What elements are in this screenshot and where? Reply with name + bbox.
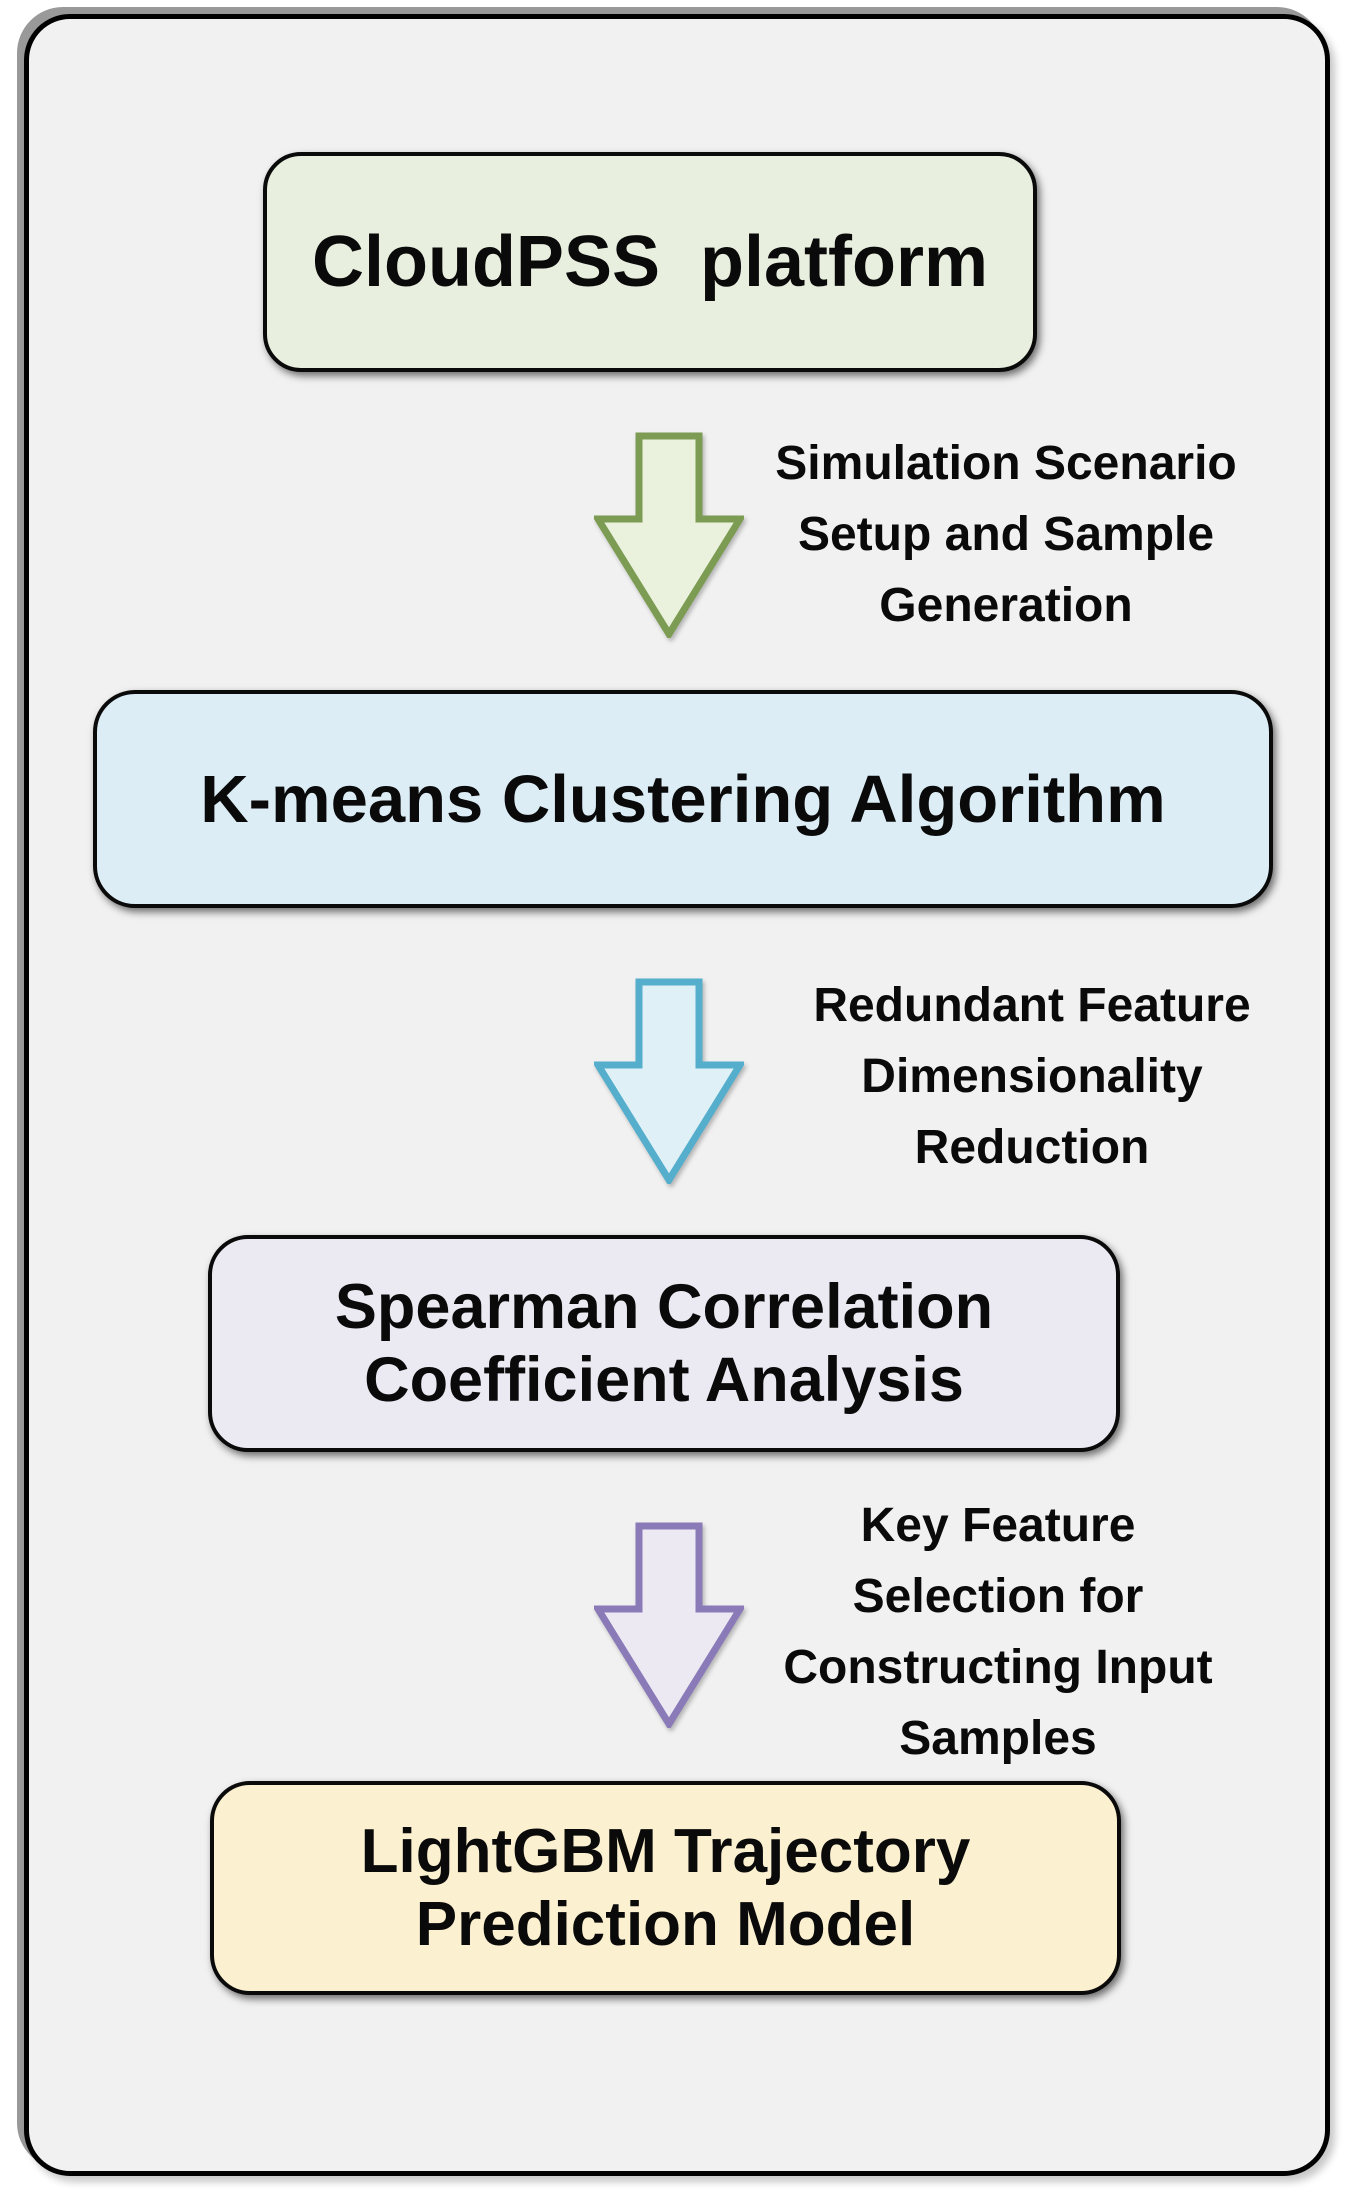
down-arrow-icon [594,978,744,1184]
caption-line: Simulation Scenario [775,437,1237,490]
caption-line: Dimensionality [861,1050,1203,1103]
caption-line: Reduction [914,1121,1150,1174]
node-kmeans-clustering: K-means Clustering Algorithm [93,690,1273,908]
arrow-caption-redundant-feature: Redundant Feature Dimensionality Reducti… [732,970,1332,1183]
arrow-caption-simulation-scenario: Simulation Scenario Setup and Sample Gen… [706,428,1306,641]
caption-line: Redundant Feature [813,979,1251,1032]
node-spearman-correlation: Spearman Correlation Coefficient Analysi… [208,1235,1120,1452]
caption-line: Constructing Input [783,1641,1213,1694]
node-cloudpss-platform: CloudPSS platform [263,152,1037,372]
node-lightgbm-prediction-model: LightGBM Trajectory Prediction Model [210,1781,1121,1995]
arrow-caption-key-feature: Key Feature Selection for Constructing I… [698,1490,1298,1774]
down-arrow-icon [594,1522,744,1728]
caption-line: Key Feature [860,1499,1136,1552]
node-label: Spearman Correlation [334,1272,994,1343]
node-label: Prediction Model [415,1890,916,1959]
down-arrow-shape [594,1522,744,1728]
node-label: CloudPSS platform [311,222,989,302]
down-arrow-icon [594,432,744,638]
down-arrow-shape [594,978,744,1184]
node-label: K-means Clustering Algorithm [200,761,1166,837]
caption-line: Generation [879,579,1133,632]
caption-line: Setup and Sample [797,508,1215,561]
node-label: Coefficient Analysis [364,1344,964,1415]
caption-line: Selection for [852,1570,1144,1623]
caption-line: Samples [899,1712,1097,1765]
node-label: LightGBM Trajectory [360,1816,971,1886]
down-arrow-shape [594,432,744,638]
